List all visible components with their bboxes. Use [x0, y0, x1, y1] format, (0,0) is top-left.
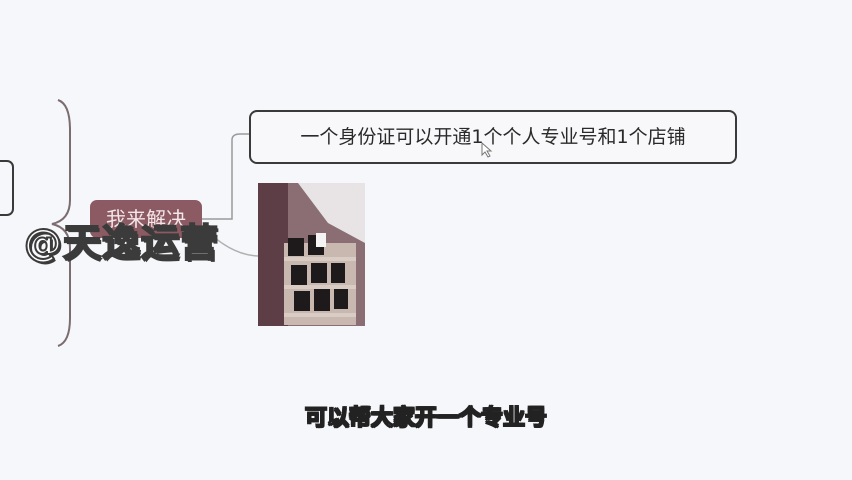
mouse-cursor-icon [481, 142, 493, 158]
watermark-text: @天逸运营 [23, 220, 220, 266]
brace-connector [51, 99, 71, 347]
parent-node[interactable] [0, 160, 14, 216]
video-subtitle: 可以帮大家开一个专业号 [304, 406, 547, 432]
connector-to-text [202, 133, 249, 220]
branch-node[interactable]: 我来解决 [90, 200, 202, 238]
child-text-node[interactable]: 一个身份证可以开通1个个人专业号和1个店铺 [249, 110, 737, 164]
connector-to-photo [201, 225, 259, 257]
phone-rack-photo-icon[interactable] [258, 183, 365, 326]
